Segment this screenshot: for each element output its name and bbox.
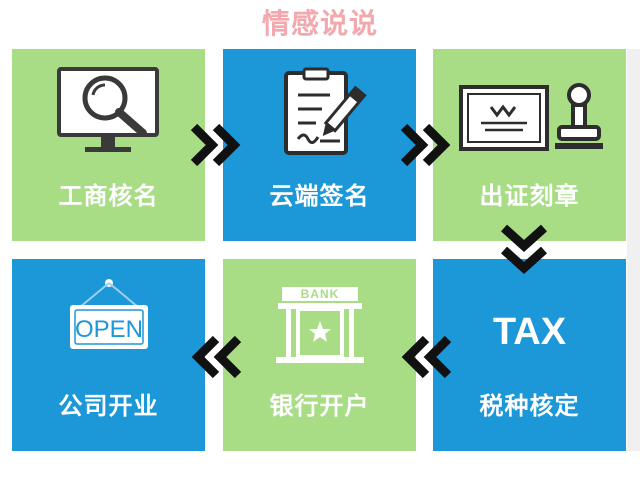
tax-text-icon: TAX — [492, 311, 567, 353]
step-tile-company-opening: OPEN 公司开业 — [12, 259, 205, 451]
double-chevron-left-icon — [401, 335, 452, 379]
double-chevron-down-icon — [500, 224, 548, 275]
monitor-magnifier-icon — [12, 65, 205, 169]
step-label: 银行开户 — [269, 392, 370, 420]
right-edge-strip — [627, 49, 640, 451]
double-chevron-right-icon — [400, 123, 451, 167]
step-tile-tax-assessment: TAX 税种核定 — [433, 259, 626, 451]
bank-sign-text: BANK — [300, 287, 339, 301]
step-tile-cloud-sign: 云端签名 — [223, 49, 416, 241]
signed-document-icon — [223, 65, 416, 169]
watermark: 情感说说 — [261, 7, 378, 40]
step-tile-bank-account: BANK 银行开户 — [223, 259, 416, 451]
step-tile-certificate-seal: 出证刻章 — [433, 49, 626, 241]
double-chevron-right-icon — [190, 123, 241, 167]
step-label: 税种核定 — [479, 392, 580, 420]
step-label: 云端签名 — [269, 182, 370, 210]
certificate-stamp-icon — [433, 65, 626, 169]
open-sign-icon: OPEN — [12, 275, 205, 379]
open-sign-text: OPEN — [74, 316, 142, 343]
step-label: 出证刻章 — [479, 182, 580, 210]
step-label: 工商核名 — [58, 182, 159, 210]
step-label: 公司开业 — [58, 392, 159, 420]
double-chevron-left-icon — [191, 335, 242, 379]
step-tile-name-check: 工商核名 — [12, 49, 205, 241]
bank-building-icon: BANK — [223, 275, 416, 379]
